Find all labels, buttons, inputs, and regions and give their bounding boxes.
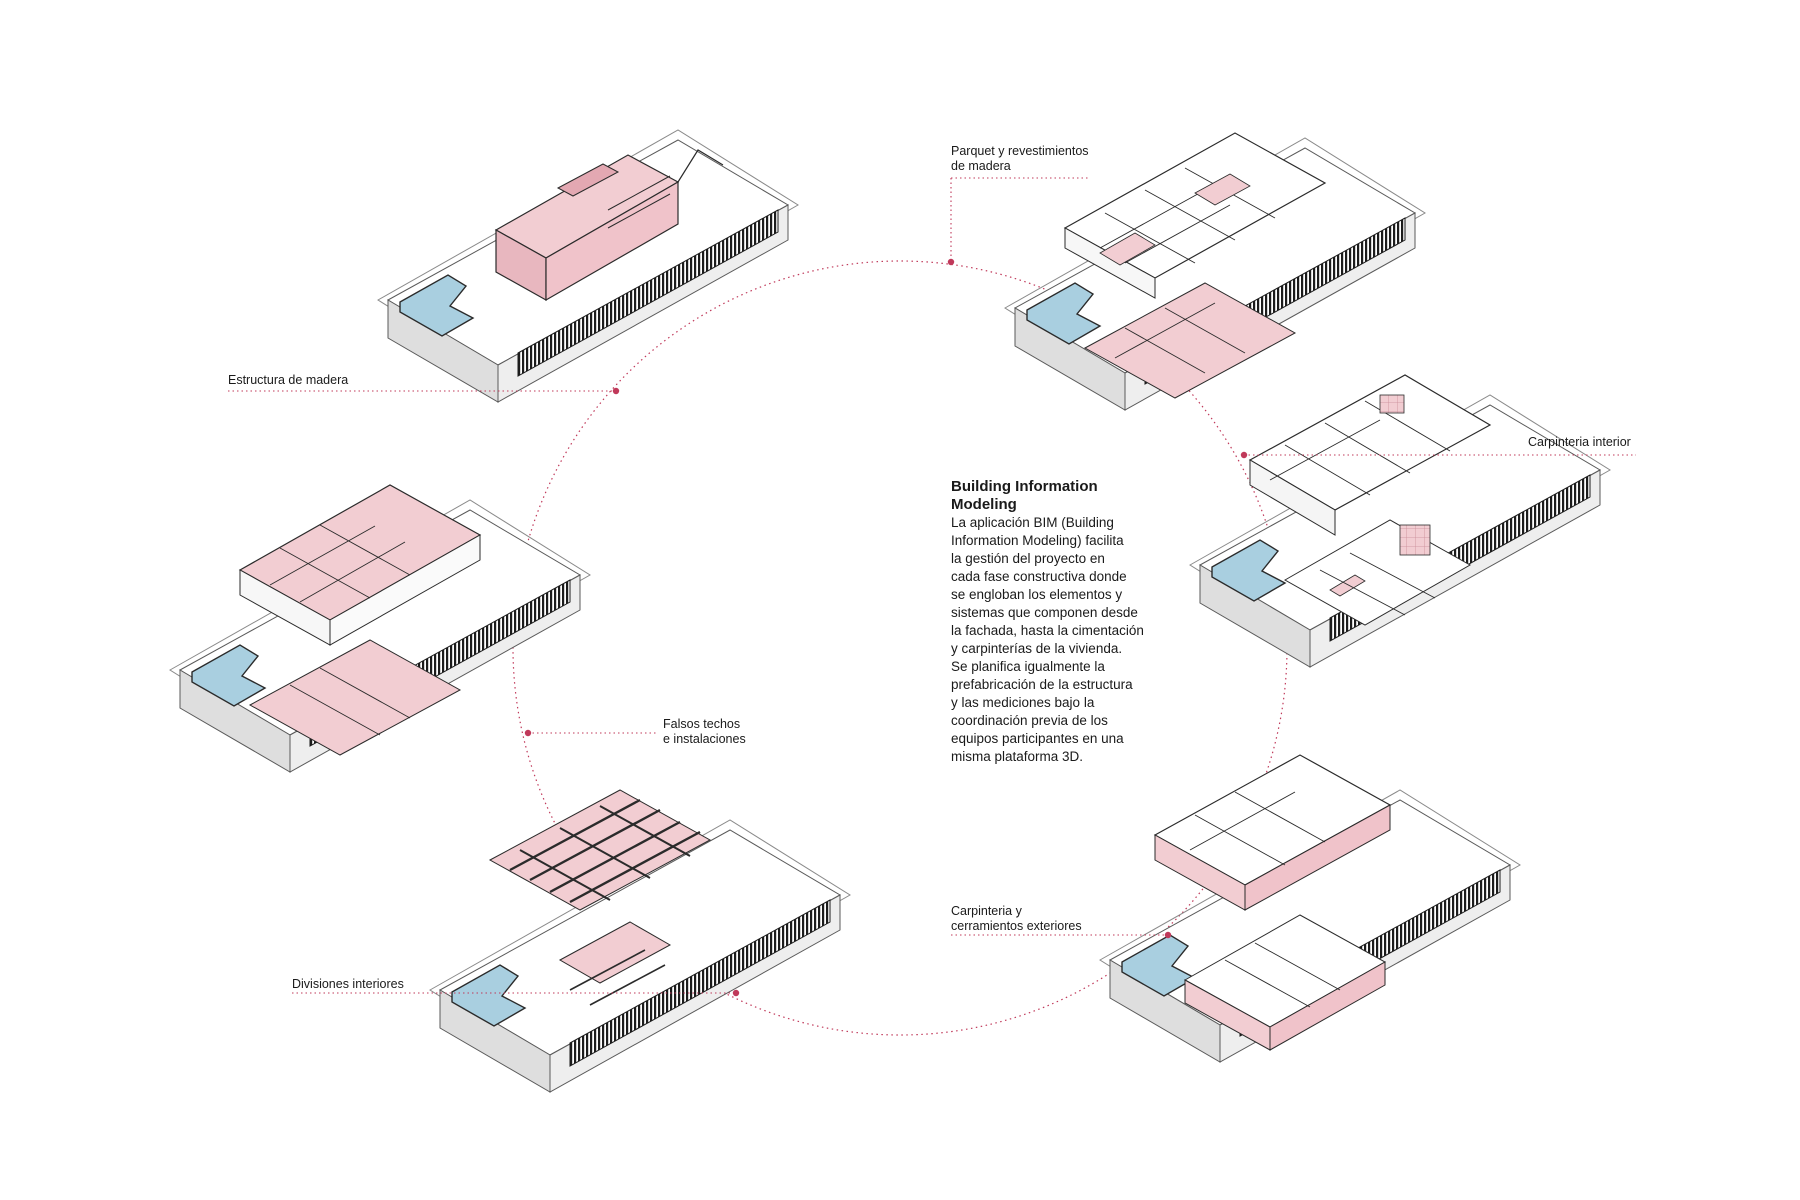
label-carpinteria-interior: Carpinteria interior (1528, 435, 1631, 449)
model-carpinteria-exterior (1099, 754, 1521, 1063)
info-block: Building Information Modeling La aplicac… (951, 478, 1181, 766)
label-falsos-techos: Falsos techos e instalaciones (663, 717, 746, 746)
leader-lines (228, 177, 1636, 994)
label-parquet: Parquet y revestimientos de madera (951, 144, 1089, 173)
model-estructura-de-madera (377, 129, 799, 403)
label-estructura-de-madera: Estructura de madera (228, 373, 349, 387)
model-falsos-techos (169, 484, 591, 773)
info-title: Building Information Modeling (951, 478, 1098, 513)
leader-parquet (950, 177, 1088, 262)
label-carpinteria-exterior: Carpinteria y cerramientos exteriores (951, 904, 1082, 933)
leader-nodes (524, 258, 1248, 997)
model-divisiones-interiores (429, 789, 851, 1093)
model-carpinteria-interior (1189, 374, 1611, 668)
model-parquet (1004, 132, 1426, 411)
info-body: La aplicación BIM (Building Information … (951, 515, 1144, 764)
label-divisiones-interiores: Divisiones interiores (292, 977, 404, 991)
